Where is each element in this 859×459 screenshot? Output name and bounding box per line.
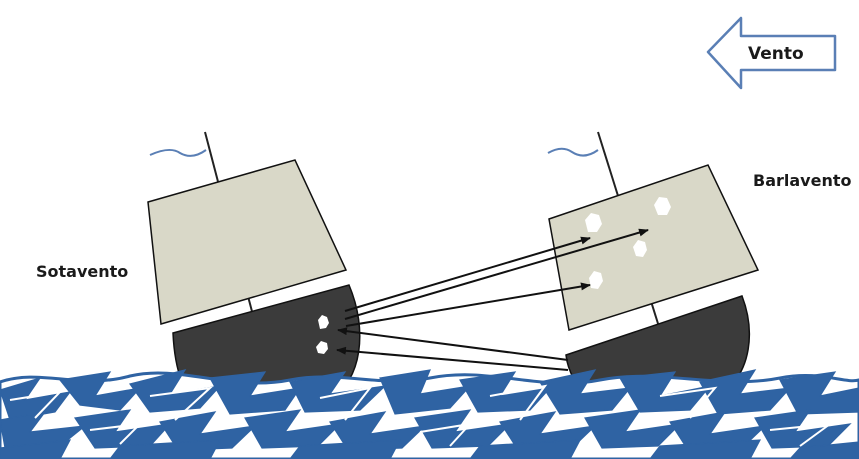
arrow-left-to-sail-3 <box>346 285 590 326</box>
sea-waves <box>0 370 859 459</box>
arrow-right-to-hull-1 <box>338 330 568 360</box>
arrow-left-to-sail-1 <box>345 238 590 311</box>
right-pennant-icon <box>548 149 598 156</box>
left-pennant-icon <box>150 150 206 156</box>
leeward-label: Sotavento <box>36 262 128 281</box>
windward-ship <box>548 132 758 413</box>
arrow-right-to-hull-2 <box>337 350 568 370</box>
windward-label: Barlavento <box>753 171 851 190</box>
wind-label: Vento <box>748 44 804 64</box>
